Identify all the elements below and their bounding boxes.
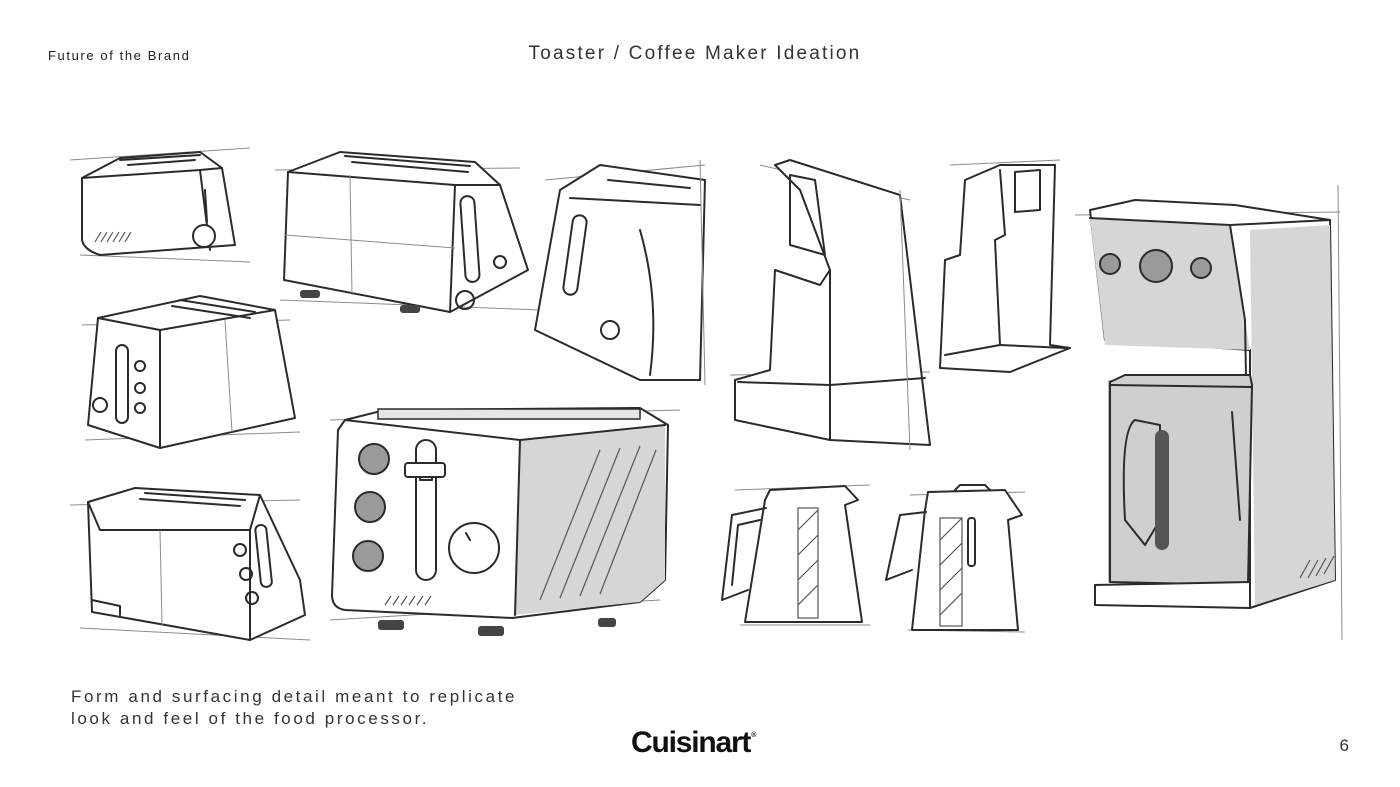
registered-mark: ® (751, 732, 757, 739)
toaster-sketch-5 (69, 487, 311, 641)
coffee-maker-sketch-1 (729, 159, 931, 451)
page-number: 6 (1339, 736, 1349, 755)
toaster-sketch-hero (329, 407, 681, 636)
caption: Form and surfacing detail meant to repli… (71, 686, 517, 730)
brand-logo: Cuisinart® (631, 726, 756, 760)
toaster-sketch-3 (534, 159, 706, 386)
kettle-sketch-1 (721, 484, 871, 626)
toaster-sketch-1 (69, 147, 251, 263)
toaster-sketch-2 (274, 151, 541, 313)
caption-line-1: Form and surfacing detail meant to repli… (71, 687, 518, 706)
coffee-maker-sketch-hero (1074, 184, 1343, 641)
kettle-sketch-2 (885, 484, 1026, 633)
section-label: Future of the Brand (48, 48, 191, 63)
coffee-maker-sketch-2 (939, 159, 1071, 373)
caption-line-2: look and feel of the food processor. (71, 709, 430, 728)
toaster-sketch-4 (81, 295, 301, 449)
brand-name: Cuisinart (631, 726, 751, 759)
slide-title: Toaster / Coffee Maker Ideation (528, 43, 862, 64)
